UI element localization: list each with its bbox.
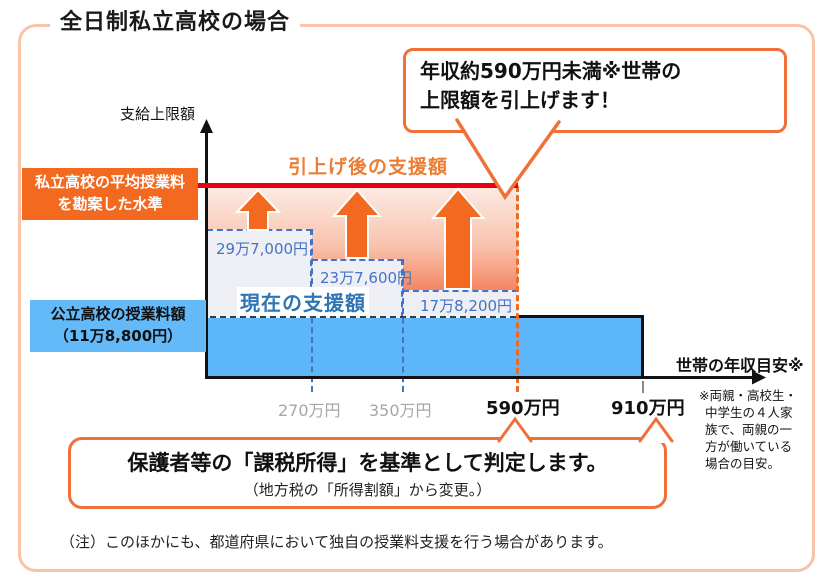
current-support-step-3	[403, 290, 518, 318]
household-note-line4: 方が働いている	[705, 438, 793, 454]
taxable-income-callout: 保護者等の「課税所得」を基準として判定します。 （地方税の「所得割額」から変更。…	[68, 437, 667, 509]
raised-support-red-line	[196, 183, 518, 188]
x-tick-270: 270万円	[278, 401, 341, 420]
public-tuition-line1: 公立高校の授業料額	[50, 305, 186, 323]
step-value-3: 17万8,200円	[420, 297, 513, 315]
raise-limit-callout-line2: 上限額を引上げます！	[420, 88, 620, 112]
taxable-income-callout-line1: 保護者等の「課税所得」を基準として判定します。	[127, 451, 608, 475]
guide-line-910	[642, 381, 644, 393]
household-note-line5: 場合の目安。	[705, 455, 781, 471]
page-title: 全日制私立高校の場合	[50, 4, 301, 36]
outer-frame-border	[18, 24, 815, 572]
public-tuition-tag: 公立高校の授業料額 （11万8,800円）	[30, 300, 206, 352]
public-tuition-dashed-top	[200, 316, 516, 318]
household-note-line2: 中学生の４人家	[705, 404, 793, 420]
household-note-line1: ※両親・高校生・	[699, 388, 797, 403]
step-value-2: 23万7,600円	[320, 269, 413, 287]
x-tick-350: 350万円	[369, 401, 432, 420]
x-axis-label: 世帯の年収目安※	[676, 356, 804, 375]
current-support-label: 現在の支援額	[237, 287, 369, 316]
raised-support-label: 引上げ後の支援額	[288, 156, 449, 178]
footnote: （注）このほかにも、都道府県において独自の授業料支援を行う場合があります。	[60, 533, 613, 551]
raise-limit-callout: 年収約590万円未満※世帯の 上限額を引上げます！	[403, 48, 787, 133]
household-note-line3: 族で、両親の一	[705, 421, 793, 437]
public-tuition-line2: （11万8,800円）	[53, 326, 183, 345]
y-axis	[205, 130, 208, 378]
guide-line-590	[516, 186, 519, 392]
private-tuition-level-line1: 私立高校の平均授業料	[34, 173, 185, 191]
x-tick-910: 910万円	[611, 398, 685, 419]
private-tuition-level-line2: を勘案した水準	[57, 194, 163, 213]
household-definition-note: ※両親・高校生・ 中学生の４人家 族で、両親の一 方が働いている 場合の目安。	[699, 388, 815, 472]
x-tick-590: 590万円	[486, 398, 560, 419]
public-tuition-bar	[207, 318, 644, 378]
public-tuition-solid-top	[516, 315, 644, 318]
private-tuition-level-tag: 私立高校の平均授業料 を勘案した水準	[22, 168, 198, 220]
guide-line-350	[402, 259, 404, 392]
y-axis-label: 支給上限額	[120, 105, 196, 123]
taxable-income-callout-line2: （地方税の「所得割額」から変更。）	[243, 481, 492, 499]
x-axis	[205, 376, 757, 379]
step-value-1: 29万7,000円	[216, 240, 309, 258]
raise-limit-callout-line1: 年収約590万円未満※世帯の	[420, 59, 682, 83]
